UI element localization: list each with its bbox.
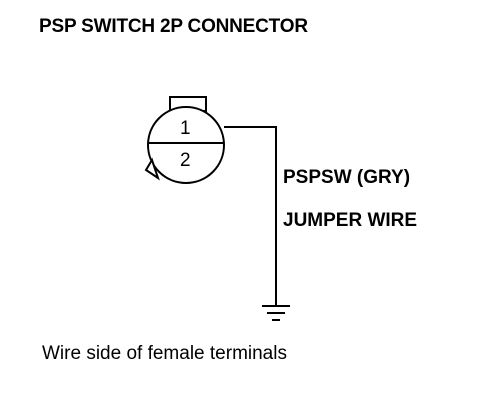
diagram-title: PSP SWITCH 2P CONNECTOR	[39, 16, 308, 37]
diagram-caption: Wire side of female terminals	[42, 343, 287, 364]
jumper-wire-line	[224, 126, 277, 306]
jumper-wire-label: JUMPER WIRE	[283, 210, 418, 231]
pin-1-number: 1	[180, 118, 191, 139]
connector-body	[147, 106, 225, 184]
wire-color-label: PSPSW (GRY)	[283, 167, 411, 188]
pin-2-number: 2	[180, 150, 191, 171]
connector-icon	[144, 96, 225, 184]
ground-symbol-icon	[262, 305, 290, 321]
connector-key-notch	[144, 157, 160, 181]
